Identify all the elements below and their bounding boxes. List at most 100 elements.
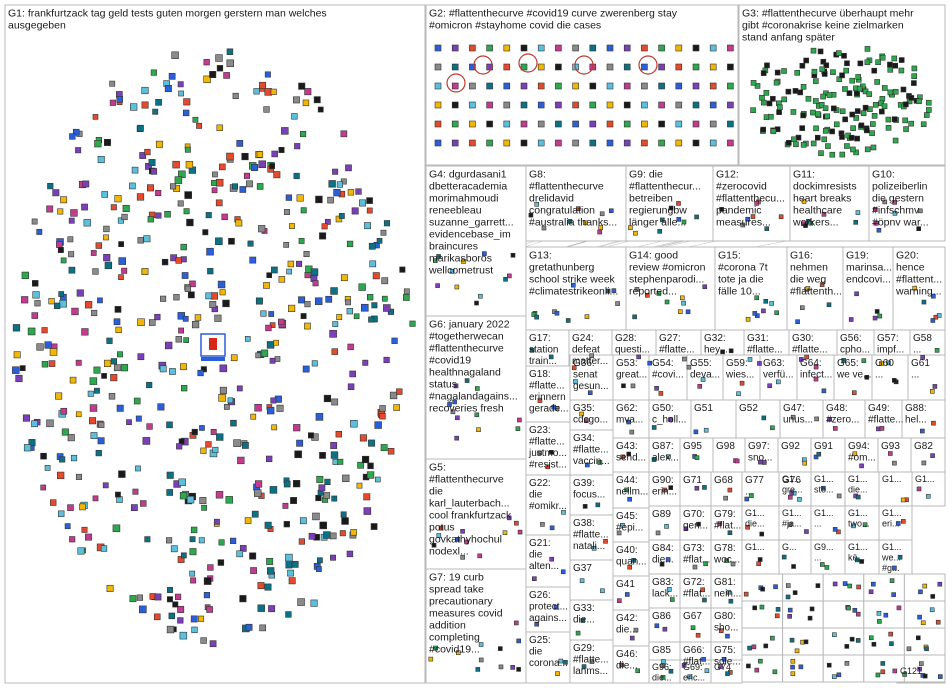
node: [600, 589, 604, 593]
node: [659, 391, 663, 395]
group-label-g86: G86: [652, 611, 671, 622]
node: [892, 378, 896, 382]
node: [744, 592, 748, 596]
group-label-g37: G37: [573, 563, 592, 574]
node: [290, 497, 296, 503]
group-label-g91: G91: [814, 441, 833, 452]
node: [665, 524, 669, 528]
node: [436, 284, 440, 288]
group-label-g72: #flat...: [683, 589, 710, 600]
node: [332, 349, 338, 355]
node: [641, 140, 647, 146]
node: [172, 52, 179, 59]
node: [759, 95, 764, 100]
node: [801, 84, 806, 89]
node: [102, 192, 108, 198]
node: [138, 319, 145, 326]
node: [746, 317, 750, 321]
node: [710, 45, 716, 51]
group-label-g16: G16:: [790, 250, 813, 262]
node: [517, 639, 521, 643]
group-label-gs10: we...: [881, 553, 901, 563]
node: [516, 427, 520, 431]
node: [435, 140, 441, 146]
node: [83, 181, 89, 187]
node: [517, 418, 521, 422]
group-label-g18: #flatte...: [529, 381, 565, 392]
node: [77, 290, 84, 297]
node: [91, 250, 96, 255]
node: [693, 565, 697, 569]
node: [345, 300, 350, 305]
group-label-g3: G3: #flattenthecurve überhaupt mehr: [742, 8, 914, 20]
node: [737, 392, 741, 396]
node: [892, 593, 896, 597]
group-label-g35: cdcgo...: [573, 415, 608, 426]
node: [918, 615, 922, 619]
node: [275, 357, 280, 362]
node: [255, 481, 262, 488]
node: [788, 608, 792, 612]
node: [317, 476, 323, 482]
node: [59, 291, 64, 296]
node: [923, 674, 927, 678]
group-label-g35: G35:: [573, 403, 595, 414]
group-label-g5: karl_lauterbach...: [429, 498, 510, 510]
node: [122, 214, 128, 220]
node: [556, 672, 560, 676]
node: [892, 461, 896, 465]
node: [845, 661, 849, 665]
node: [499, 665, 503, 669]
group-label-g25: die: [529, 647, 543, 658]
node: [68, 505, 74, 511]
node: [53, 190, 59, 196]
group-label-g18: G18:: [529, 369, 551, 380]
node: [757, 361, 761, 365]
node: [114, 365, 120, 371]
node: [211, 180, 216, 185]
group-label-g82: G82: [914, 441, 933, 452]
node: [768, 114, 773, 119]
group-label-g7: precautionary: [429, 596, 493, 608]
node: [213, 447, 219, 453]
group-label-g72: G72:: [683, 577, 705, 588]
node: [849, 318, 853, 322]
node: [216, 491, 223, 498]
group-label-g8: #australia thanks...: [529, 217, 617, 229]
node: [175, 594, 181, 600]
node: [770, 96, 775, 101]
node: [58, 209, 63, 214]
node: [725, 634, 729, 638]
node: [392, 338, 398, 344]
node: [69, 218, 74, 223]
node: [555, 311, 559, 315]
node: [362, 456, 369, 463]
node: [469, 140, 475, 146]
node: [94, 388, 99, 393]
node: [625, 592, 629, 596]
node: [71, 210, 78, 217]
node: [300, 518, 306, 524]
node: [822, 137, 827, 142]
node: [75, 147, 80, 152]
node: [49, 361, 55, 367]
node: [804, 640, 808, 644]
node: [230, 538, 236, 544]
group-label-g17: station: [529, 345, 558, 356]
node: [377, 238, 382, 243]
node: [746, 664, 750, 668]
group-label-g20: #flattent...: [896, 274, 942, 286]
node: [270, 486, 277, 493]
group-label-g13: school strike week: [529, 274, 616, 286]
node: [630, 430, 634, 434]
node: [877, 619, 881, 623]
node: [93, 269, 99, 275]
group-label-g4: wellcometrust: [428, 265, 493, 277]
node: [359, 284, 366, 291]
node: [330, 533, 336, 539]
group-label-g81: nein...: [714, 589, 741, 600]
node: [103, 483, 108, 488]
node: [207, 268, 213, 274]
node: [228, 238, 234, 244]
node: [303, 366, 309, 372]
